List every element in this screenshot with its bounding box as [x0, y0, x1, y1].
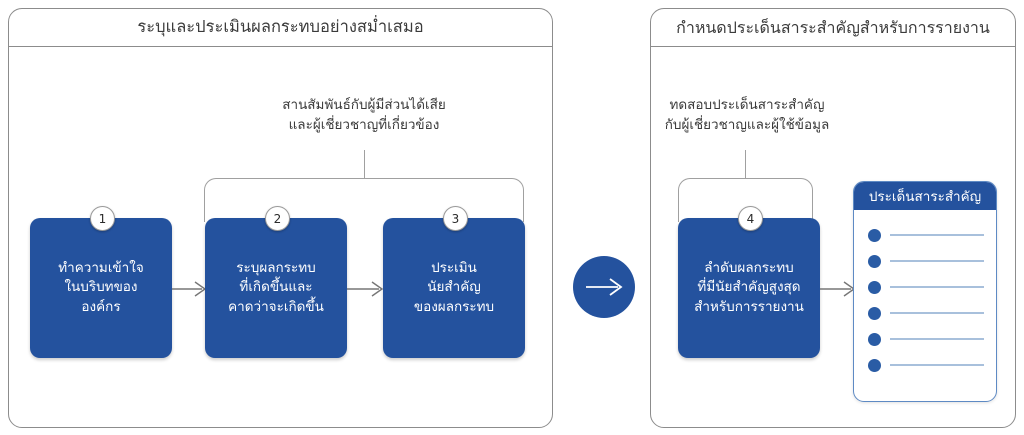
panel-right-header: กำหนดประเด็นสาระสำคัญสำหรับการรายงาน	[651, 9, 1015, 47]
step-2-line-2: ที่เกิดขึ้นและ	[239, 279, 313, 296]
step-box-4[interactable]: ลำดับผลกระทบ ที่มีนัยสำคัญสูงสุด สำหรับก…	[678, 218, 820, 358]
step-3-line-1: ประเมิน	[431, 260, 477, 277]
bullet-dot-icon	[868, 332, 881, 346]
step-3-text: ประเมิน นัยสำคัญ ของผลกระทบ	[414, 259, 494, 316]
checklist-item-rule	[890, 312, 984, 314]
checklist-item	[868, 326, 984, 352]
checklist-item	[868, 300, 984, 326]
step-3-line-2: นัยสำคัญ	[427, 279, 481, 296]
checklist-item	[868, 274, 984, 300]
checklist-item-rule	[890, 286, 984, 288]
checklist-item-rule	[890, 260, 984, 262]
step-3-line-3: ของผลกระทบ	[413, 298, 495, 315]
caption-stakeholder-engagement: สานสัมพันธ์กับผู้มีส่วนได้เสีย และผู้เชี…	[203, 96, 525, 135]
bracket-stem-left	[364, 150, 365, 179]
checklist-item	[868, 352, 984, 378]
caption-right-line-2: กับผู้เชี่ยวชาญและผู้ใช้ข้อมูล	[664, 116, 830, 133]
bullet-dot-icon	[868, 254, 881, 268]
arrow-step4-to-checklist	[820, 281, 856, 297]
panel-transition-arrow-icon	[573, 256, 635, 318]
checklist-item-rule	[890, 234, 984, 236]
material-topics-list-card: ประเด็นสาระสำคัญ	[853, 181, 997, 402]
bullet-dot-icon	[868, 228, 881, 242]
step-box-3[interactable]: ประเมิน นัยสำคัญ ของผลกระทบ	[383, 218, 525, 358]
checklist-item-rule	[890, 364, 984, 366]
caption-left-line-1: สานสัมพันธ์กับผู้มีส่วนได้เสีย	[282, 97, 446, 113]
checklist-item-rule	[890, 338, 984, 340]
panel-left-title: ระบุและประเมินผลกระทบอย่างสม่ำเสมอ	[137, 17, 424, 37]
panel-right-title: กำหนดประเด็นสาระสำคัญสำหรับการรายงาน	[676, 17, 990, 37]
step-4-line-1: ลำดับผลกระทบ	[704, 260, 794, 277]
checklist-item	[868, 248, 984, 274]
checklist-items	[854, 210, 996, 388]
step-number-badge-3: 3	[443, 206, 468, 231]
arrow-step1-to-step2	[172, 281, 207, 297]
step-4-line-2: ที่มีนัยสำคัญสูงสุด	[697, 279, 801, 296]
caption-left-line-2: และผู้เชี่ยวชาญที่เกี่ยวข้อง	[288, 116, 440, 133]
panel-left-header: ระบุและประเมินผลกระทบอย่างสม่ำเสมอ	[9, 9, 552, 47]
step-2-line-1: ระบุผลกระทบ	[236, 260, 316, 277]
step-number-badge-1: 1	[90, 206, 115, 231]
step-box-1[interactable]: ทำความเข้าใจ ในบริบทของ องค์กร	[30, 218, 172, 358]
step-box-2[interactable]: ระบุผลกระทบ ที่เกิดขึ้นและ คาดว่าจะเกิดข…	[205, 218, 347, 358]
step-1-line-2: ในบริบทของ	[64, 279, 138, 296]
caption-test-material-topics: ทดสอบประเด็นสาระสำคัญ กับผู้เชี่ยวชาญและ…	[658, 96, 836, 135]
step-number-badge-2: 2	[265, 206, 290, 231]
checklist-card-title: ประเด็นสาระสำคัญ	[868, 189, 982, 205]
bullet-dot-icon	[868, 358, 881, 372]
step-4-text: ลำดับผลกระทบ ที่มีนัยสำคัญสูงสุด สำหรับก…	[694, 259, 804, 316]
bullet-dot-icon	[868, 306, 881, 320]
bracket-stem-right	[745, 150, 746, 179]
step-1-text: ทำความเข้าใจ ในบริบทของ องค์กร	[58, 259, 144, 316]
caption-right-line-1: ทดสอบประเด็นสาระสำคัญ	[669, 97, 825, 113]
arrow-step2-to-step3	[347, 281, 384, 297]
step-2-text: ระบุผลกระทบ ที่เกิดขึ้นและ คาดว่าจะเกิดข…	[228, 259, 324, 316]
step-number-badge-4: 4	[738, 206, 763, 231]
step-2-line-3: คาดว่าจะเกิดขึ้น	[228, 298, 324, 315]
bracket-right	[678, 178, 813, 222]
checklist-item	[868, 222, 984, 248]
bullet-dot-icon	[868, 280, 881, 294]
checklist-card-header: ประเด็นสาระสำคัญ	[854, 182, 996, 210]
bracket-left	[204, 178, 524, 222]
step-1-line-3: องค์กร	[81, 298, 121, 315]
step-1-line-1: ทำความเข้าใจ	[58, 260, 144, 277]
step-4-line-3: สำหรับการรายงาน	[694, 298, 804, 315]
